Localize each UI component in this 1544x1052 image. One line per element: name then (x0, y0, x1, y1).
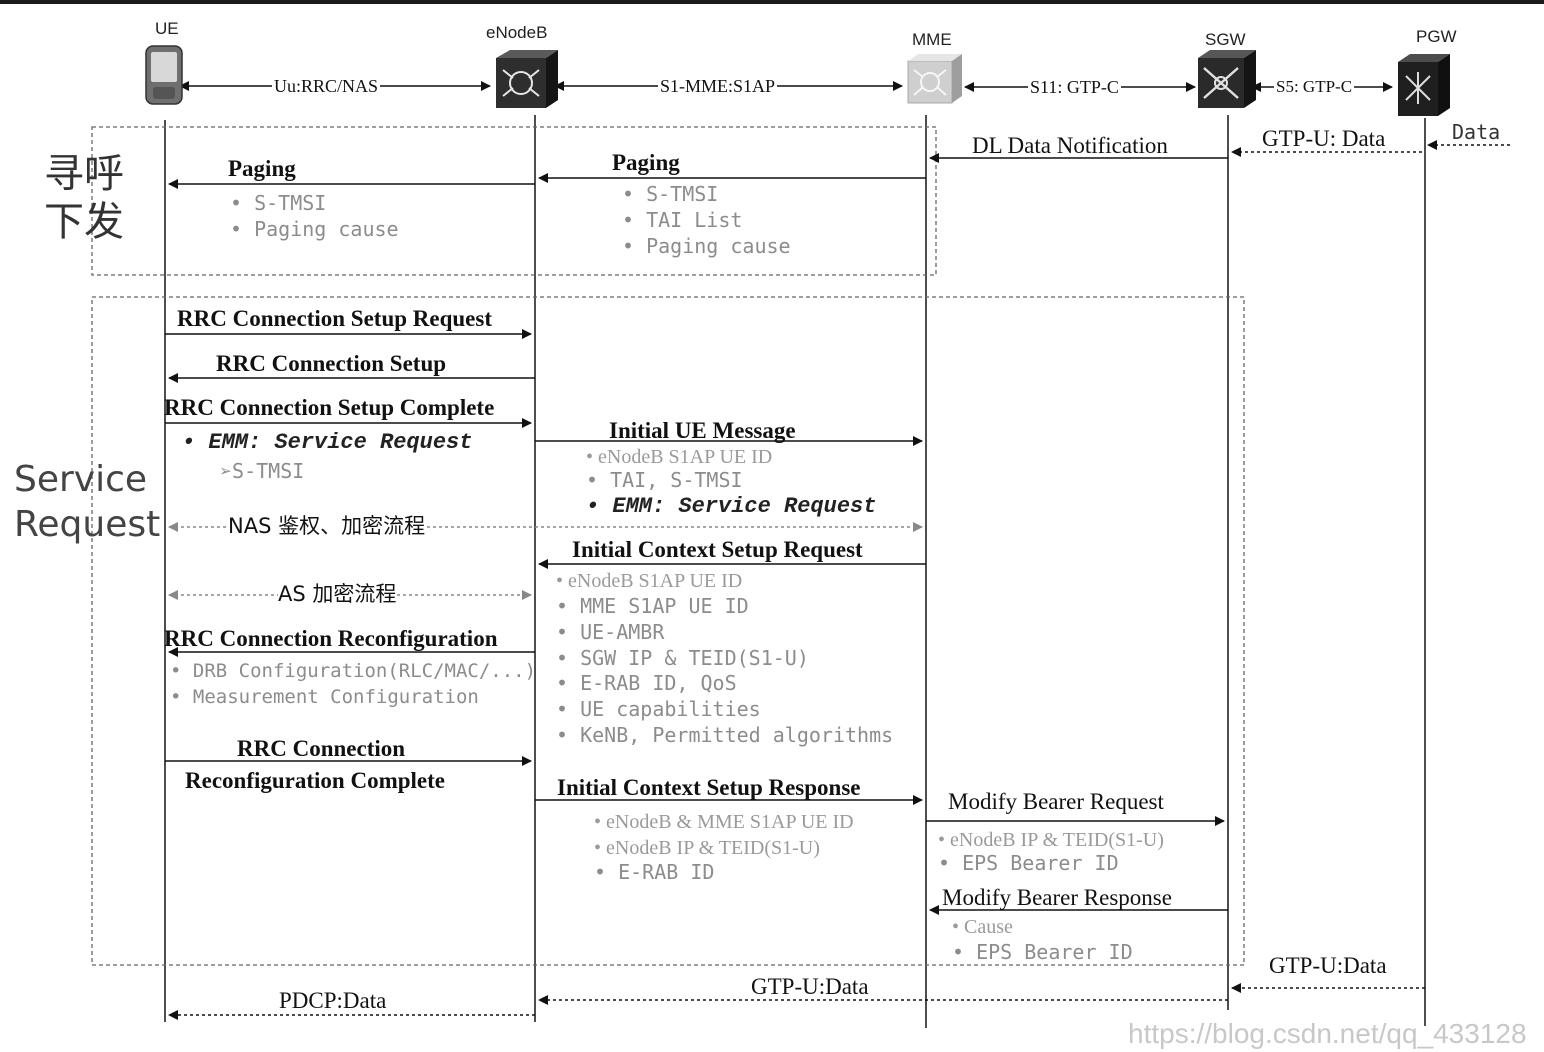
enodeb-name: eNodeB (486, 23, 548, 42)
ctx-resp-note-1: • eNodeB IP & TEID(S1-U) (594, 837, 820, 859)
modify-bearer-response-label: Modify Bearer Response (942, 885, 1172, 910)
initial-ctx-setup-request-label: Initial Context Setup Request (572, 537, 863, 562)
pdcp-data-label: PDCP:Data (279, 988, 387, 1013)
s1-interface-label: S1-MME:S1AP (658, 76, 778, 96)
dl-data-notification-label: DL Data Notification (972, 133, 1168, 158)
paging-side-line2: 下发 (44, 199, 124, 245)
rrc-reconfiguration-label: RRC Connection Reconfiguration (164, 626, 498, 651)
rrc-reconf-complete-line1: RRC Connection (237, 736, 406, 761)
modify-req-note-0: • eNodeB IP & TEID(S1-U) (938, 829, 1164, 851)
ctx-resp-note-0: • eNodeB & MME S1AP UE ID (594, 811, 854, 833)
gtpu-data-top-label: GTP-U: Data (1262, 126, 1386, 151)
ctx-req-note-5: • UE capabilities (556, 697, 761, 721)
ue-name: UE (155, 19, 179, 38)
uu-interface-label: Uu:RRC/NAS (272, 76, 381, 96)
modify-req-note-1: • EPS Bearer ID (938, 851, 1119, 875)
initial-ue-emm-note: • EMM: Service Request (586, 494, 877, 519)
modify-bearer-request-label: Modify Bearer Request (948, 789, 1164, 814)
paging-ue-note-1: • Paging cause (230, 217, 399, 241)
gtpu-sgw-enb-label: GTP-U:Data (751, 974, 869, 999)
s11-interface-label: S11: GTP-C (1028, 77, 1121, 97)
service-side-line2: Request (14, 504, 161, 545)
sgw-name: SGW (1205, 30, 1246, 49)
rrc-setup-complete-label: RRC Connection Setup Complete (164, 395, 495, 420)
ctx-resp-note-2: • E-RAB ID (594, 860, 715, 884)
rrc-setup-request-label: RRC Connection Setup Request (177, 306, 492, 331)
s-tmsi-sub-note: ➢S-TMSI (220, 459, 305, 483)
service-request-box (91, 296, 1245, 966)
paging-mme-enb-label: Paging (612, 150, 680, 175)
service-request-side-label: Service Request (14, 457, 160, 547)
paging-side-label: 寻呼 下发 (44, 150, 124, 246)
ctx-req-note-0: • eNodeB S1AP UE ID (556, 570, 743, 592)
paging-box (91, 126, 937, 276)
paging-enb-note-1: • TAI List (622, 208, 743, 232)
paging-side-line1: 寻呼 (44, 151, 124, 197)
ctx-req-note-6: • KeNB, Permitted algorithms (556, 723, 894, 747)
mme-name: MME (912, 30, 952, 49)
paging-enb-ue-label: Paging (228, 156, 296, 181)
rrc-reconf-note-0: • DRB Configuration(RLC/MAC/...) (170, 660, 537, 682)
lifelines (164, 115, 1426, 1028)
ctx-req-note-3: • SGW IP & TEID(S1-U) (556, 646, 809, 670)
modify-resp-note-1: • EPS Bearer ID (952, 940, 1133, 964)
watermark-text: https://blog.csdn.net/qq_433128 (1128, 1018, 1527, 1049)
modify-resp-note-0: • Cause (952, 916, 1013, 938)
initial-ue-message-label: Initial UE Message (609, 418, 796, 443)
sgw-icon (1198, 50, 1256, 108)
s5-interface-label: S5: GTP-C (1274, 77, 1355, 96)
ctx-req-note-2: • UE-AMBR (556, 620, 665, 644)
ue-icon (145, 45, 183, 105)
rrc-setup-label: RRC Connection Setup (216, 351, 447, 376)
gtpu-pgw-sgw-label: GTP-U:Data (1269, 953, 1387, 978)
pgw-icon (1398, 54, 1450, 116)
as-security-label: AS 加密流程 (278, 582, 397, 606)
mme-icon (907, 54, 962, 104)
initial-ctx-setup-response-label: Initial Context Setup Response (557, 775, 861, 800)
pgw-name: PGW (1416, 27, 1457, 46)
top-border (0, 0, 1544, 4)
initial-ue-note-1: • TAI, S-TMSI (586, 468, 743, 492)
rrc-reconf-note-1: • Measurement Configuration (170, 686, 479, 708)
initial-ue-note-0: • eNodeB S1AP UE ID (586, 446, 773, 468)
paging-ue-note-0: • S-TMSI (230, 191, 327, 215)
paging-enb-note-0: • S-TMSI (622, 182, 719, 206)
data-top-label: Data (1452, 120, 1501, 144)
ctx-req-note-1: • MME S1AP UE ID (556, 594, 749, 618)
ctx-req-note-4: • E-RAB ID, QoS (556, 671, 737, 695)
rrc-reconf-complete-line2: Reconfiguration Complete (185, 768, 445, 793)
nas-auth-label: NAS 鉴权、加密流程 (228, 514, 426, 538)
service-side-line1: Service (14, 459, 148, 500)
paging-enb-note-2: • Paging cause (622, 234, 791, 258)
enodeb-icon (496, 50, 558, 108)
emm-service-request-note: • EMM: Service Request (182, 430, 473, 455)
